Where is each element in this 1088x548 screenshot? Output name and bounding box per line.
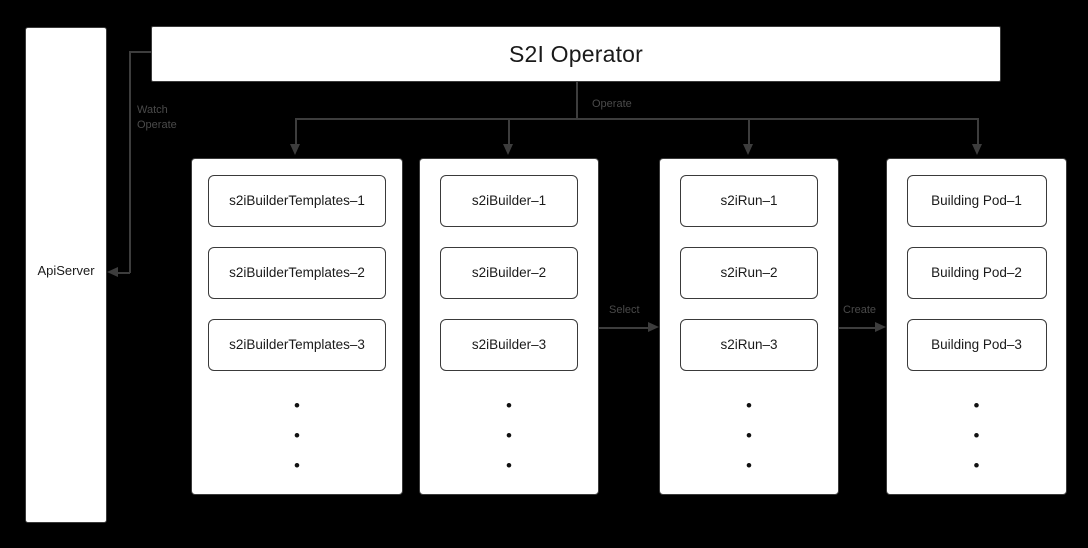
apiserver-node[interactable] [25, 27, 107, 523]
ellipsis-dot: • [506, 456, 512, 475]
apiserver-label: ApiServer [37, 263, 95, 278]
create-edge-line [839, 327, 876, 329]
operate-edge-stem [576, 82, 578, 119]
operate-arrowhead-3-icon [743, 144, 753, 155]
operate-edge-leg-1 [295, 118, 297, 146]
select-edge-line [599, 327, 649, 329]
ellipsis-dot: • [294, 456, 300, 475]
s2irun-group: s2iRun–1 s2iRun–2 s2iRun–3 • • • [659, 158, 839, 495]
ellipsis-dot: • [746, 396, 752, 415]
ellipsis-dot: • [506, 396, 512, 415]
operate-edge-leg-4 [977, 118, 979, 146]
operate-edge-bus [295, 118, 978, 120]
watch-operate-arrowhead-icon [107, 267, 118, 277]
watch-operate-edge-top-segment [129, 51, 152, 53]
edge-label-operate: Operate [592, 98, 632, 110]
create-arrowhead-icon [875, 322, 886, 332]
ellipsis-dot: • [973, 396, 980, 415]
list-item[interactable]: s2iBuilder–3 [440, 319, 578, 371]
edge-label-create: Create [843, 304, 877, 316]
operate-edge-leg-2 [508, 118, 510, 146]
list-item[interactable]: s2iBuilder–1 [440, 175, 578, 227]
ellipsis-marker: • • • [660, 391, 838, 481]
list-item[interactable]: Building Pod–1 [906, 175, 1047, 227]
watch-operate-edge-vertical-segment [129, 51, 131, 273]
watch-operate-edge-bottom-segment [118, 272, 130, 274]
ellipsis-dot: • [973, 456, 980, 475]
ellipsis-dot: • [294, 396, 300, 415]
operate-arrowhead-4-icon [972, 144, 982, 155]
list-item[interactable]: s2iRun–2 [680, 247, 818, 299]
list-item[interactable]: Building Pod–2 [906, 247, 1047, 299]
ellipsis-marker: • • • [420, 391, 598, 481]
operate-edge-leg-3 [748, 118, 750, 146]
building-pod-group: Building Pod–1 Building Pod–2 Building P… [886, 158, 1067, 495]
ellipsis-dot: • [506, 426, 512, 445]
list-item[interactable]: s2iBuilderTemplates–2 [208, 247, 386, 299]
s2ibuilder-group: s2iBuilder–1 s2iBuilder–2 s2iBuilder–3 •… [419, 158, 599, 495]
list-item[interactable]: s2iRun–3 [680, 319, 818, 371]
select-arrowhead-icon [648, 322, 659, 332]
ellipsis-dot: • [746, 426, 752, 445]
s2ibuildertemplates-group: s2iBuilderTemplates–1 s2iBuilderTemplate… [191, 158, 403, 495]
list-item[interactable]: Building Pod–3 [906, 319, 1047, 371]
list-item[interactable]: s2iRun–1 [680, 175, 818, 227]
ellipsis-marker: • • • [887, 391, 1066, 481]
list-item[interactable]: s2iBuilderTemplates–3 [208, 319, 386, 371]
ellipsis-dot: • [294, 426, 300, 445]
ellipsis-dot: • [746, 456, 752, 475]
list-item[interactable]: s2iBuilder–2 [440, 247, 578, 299]
s2i-operator-node[interactable]: S2I Operator [151, 26, 1001, 82]
edge-label-watch-operate: Watch Operate [137, 104, 177, 131]
list-item[interactable]: s2iBuilderTemplates–1 [208, 175, 386, 227]
ellipsis-dot: • [973, 426, 980, 445]
operate-arrowhead-2-icon [503, 144, 513, 155]
ellipsis-marker: • • • [192, 391, 402, 481]
edge-label-select: Select [609, 304, 640, 316]
operate-arrowhead-1-icon [290, 144, 300, 155]
